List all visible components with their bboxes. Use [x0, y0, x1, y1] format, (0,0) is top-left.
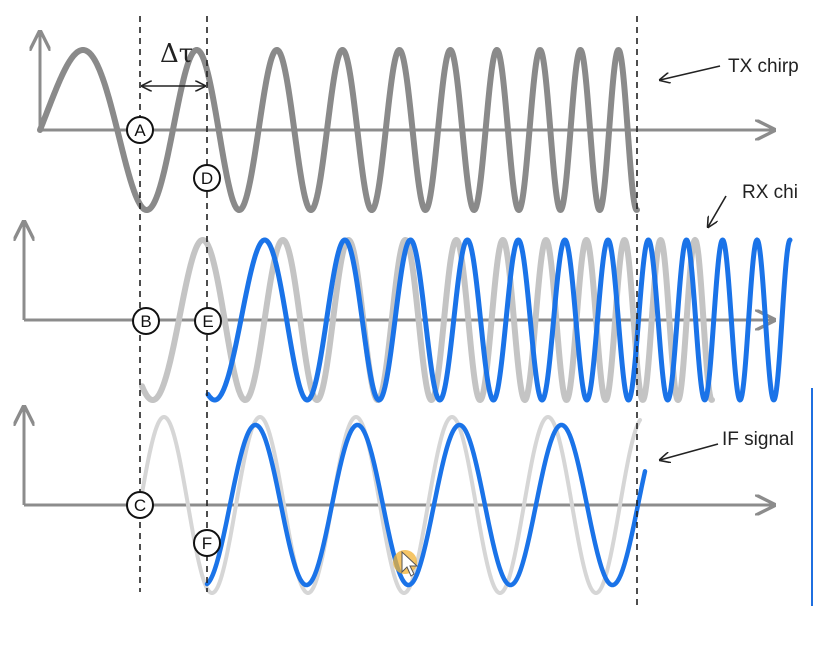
rx-chirp-label: RX chi: [742, 182, 798, 203]
point-e: E: [194, 307, 222, 335]
point-f: F: [193, 529, 221, 557]
point-d: D: [193, 164, 221, 192]
if-signal-wave: [204, 422, 648, 588]
right-edge-bar: [811, 388, 813, 606]
if-axes: [24, 407, 774, 505]
rx-chirp-wave: [205, 237, 793, 403]
svg-text:C: C: [134, 496, 146, 515]
if-signal-label: IF signal: [722, 429, 794, 450]
mouse-cursor-icon: [393, 550, 419, 577]
svg-text:E: E: [202, 312, 213, 331]
delta-tau-label: Δτ: [160, 39, 193, 69]
point-c: C: [126, 491, 154, 519]
tx-axes: [40, 32, 774, 130]
rx-pointer-arrow: [708, 195, 727, 227]
svg-text:B: B: [140, 312, 151, 331]
point-b: B: [132, 307, 160, 335]
tx-pointer-arrow: [660, 65, 721, 80]
svg-text:D: D: [201, 169, 213, 188]
dashed-guides: [139, 16, 638, 606]
svg-text:F: F: [202, 534, 212, 553]
point-a: A: [126, 116, 154, 144]
if-pointer-arrow: [660, 443, 719, 460]
svg-text:A: A: [134, 121, 146, 140]
tx-chirp-label: TX chirp: [728, 56, 799, 77]
